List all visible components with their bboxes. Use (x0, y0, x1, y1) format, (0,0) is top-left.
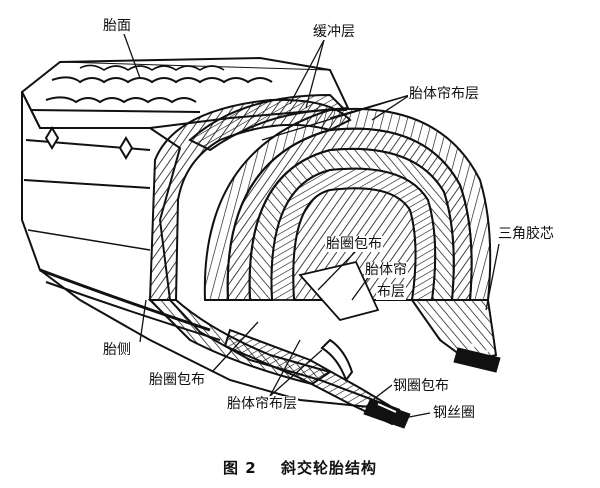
label-breaker: 缓冲层 (312, 24, 356, 40)
label-ply-inner-line2: 布层 (376, 284, 406, 300)
figure-caption: 图 2 斜交轮胎结构 (0, 457, 600, 478)
figure-title: 斜交轮胎结构 (280, 459, 377, 477)
label-steel-bead-wrap: 钢圈包布 (392, 378, 450, 394)
bead-area (223, 299, 501, 429)
label-ply-bottom: 胎体帘布层 (226, 396, 298, 412)
label-tread: 胎面 (102, 18, 132, 34)
label-ply-top: 胎体帘布层 (408, 86, 480, 102)
tire-inner-cavity (292, 187, 417, 322)
label-steel-bead: 钢丝圈 (432, 405, 476, 421)
label-bead-wrap-bottom: 胎圈包布 (148, 372, 206, 388)
figure-number: 图 2 (223, 459, 257, 477)
label-sidewall: 胎侧 (102, 342, 132, 358)
label-ply-inner-line1: 胎体帘 (364, 262, 408, 278)
label-apex: 三角胶芯 (497, 226, 555, 242)
label-bead-wrap-inner: 胎圈包布 (325, 236, 383, 252)
leader-lines (123, 33, 500, 419)
